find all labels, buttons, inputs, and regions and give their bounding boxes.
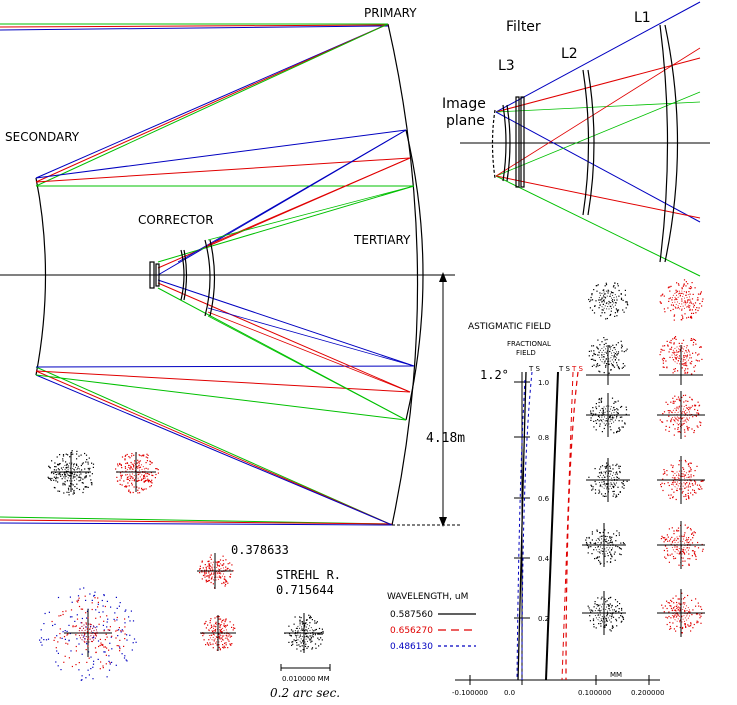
spot-red-main bbox=[115, 452, 159, 494]
spot-col-red-4 bbox=[657, 521, 705, 569]
label-l2: L2 bbox=[561, 46, 578, 62]
spot-col-black-1 bbox=[588, 337, 628, 374]
spot-col-red-0 bbox=[659, 279, 704, 321]
x-unit: MM bbox=[610, 671, 622, 679]
y-tick-label: 0.4 bbox=[538, 555, 550, 563]
strehl-label: STREHL R. bbox=[276, 568, 341, 582]
spot-col-black-2 bbox=[586, 393, 630, 437]
spot-red-mid bbox=[200, 615, 236, 651]
astig-subtitle2: FIELD bbox=[516, 349, 536, 357]
x-tick-label: 0.200000 bbox=[631, 689, 664, 697]
spot-col-red-2 bbox=[657, 391, 705, 439]
ts-label-3: T S bbox=[571, 365, 584, 373]
spot-red-top bbox=[197, 553, 234, 589]
spot-large-red bbox=[51, 595, 126, 670]
corrector-lenses bbox=[149, 239, 216, 317]
astig-subtitle1: FRACTIONAL bbox=[507, 340, 551, 348]
scale-label: 0.010000 MM bbox=[282, 675, 330, 683]
y-tick-label: 1.0 bbox=[538, 379, 549, 387]
spot-diagrams bbox=[39, 279, 705, 681]
label-dimension: 4.18m bbox=[426, 431, 465, 446]
y-tick-label: 0.2 bbox=[538, 615, 549, 623]
label-corrector: CORRECTOR bbox=[138, 213, 214, 227]
label-l3: L3 bbox=[498, 58, 515, 74]
strehl-value: 0.715644 bbox=[276, 583, 334, 597]
rms-value: 0.378633 bbox=[231, 543, 289, 557]
astig-title: ASTIGMATIC FIELD bbox=[468, 322, 551, 332]
spot-black-main bbox=[47, 450, 95, 496]
y-tick-label: 0.8 bbox=[538, 434, 549, 442]
spot-col-black-4 bbox=[582, 523, 626, 567]
legend-item-label: 0.486130 bbox=[390, 642, 433, 652]
label-image-line1: Image bbox=[442, 96, 486, 112]
astig-field-angle: 1.2° bbox=[480, 368, 509, 382]
wavelength-legend: WAVELENGTH, uM 0.587560 0.656270 0.486130 bbox=[387, 592, 476, 652]
label-tertiary: TERTIARY bbox=[353, 233, 411, 247]
legend-title: WAVELENGTH, uM bbox=[387, 592, 468, 602]
x-tick-label: 0.100000 bbox=[578, 689, 611, 697]
label-primary: PRIMARY bbox=[364, 6, 417, 20]
y-tick-label: 0.6 bbox=[538, 495, 550, 503]
label-secondary: SECONDARY bbox=[5, 130, 80, 144]
astigmatic-field-plot: ASTIGMATIC FIELD FRACTIONAL FIELD 1.2° T… bbox=[452, 322, 664, 697]
label-l1: L1 bbox=[634, 10, 651, 26]
spot-col-red-5 bbox=[657, 589, 705, 637]
spot-large-blue bbox=[39, 587, 137, 681]
x-tick-label: 0.0 bbox=[504, 689, 515, 697]
legend-item-label: 0.587560 bbox=[390, 610, 433, 620]
telescope-layout: PRIMARY SECONDARY CORRECTOR TERTIARY 4.1… bbox=[0, 6, 465, 527]
label-filter: Filter bbox=[506, 19, 541, 35]
refractor-inset: Filter L1 L2 L3 Image plane bbox=[442, 1, 710, 277]
x-tick-label: -0.100000 bbox=[452, 689, 488, 697]
spot-black-mid bbox=[284, 613, 324, 653]
scale-note: 0.2 arc sec. bbox=[270, 686, 340, 700]
legend-item-label: 0.656270 bbox=[390, 626, 433, 636]
label-image-line2: plane bbox=[446, 113, 485, 129]
ts-label-1: T S bbox=[528, 365, 541, 373]
spot-col-red-3 bbox=[657, 456, 705, 504]
dimension-4-18m bbox=[392, 272, 460, 527]
spot-col-black-3 bbox=[586, 458, 630, 502]
spot-col-black-0 bbox=[588, 282, 629, 320]
secondary-mirror bbox=[35, 177, 47, 376]
spot-col-black-5 bbox=[582, 591, 626, 635]
ts-label-2: T S bbox=[558, 365, 571, 373]
